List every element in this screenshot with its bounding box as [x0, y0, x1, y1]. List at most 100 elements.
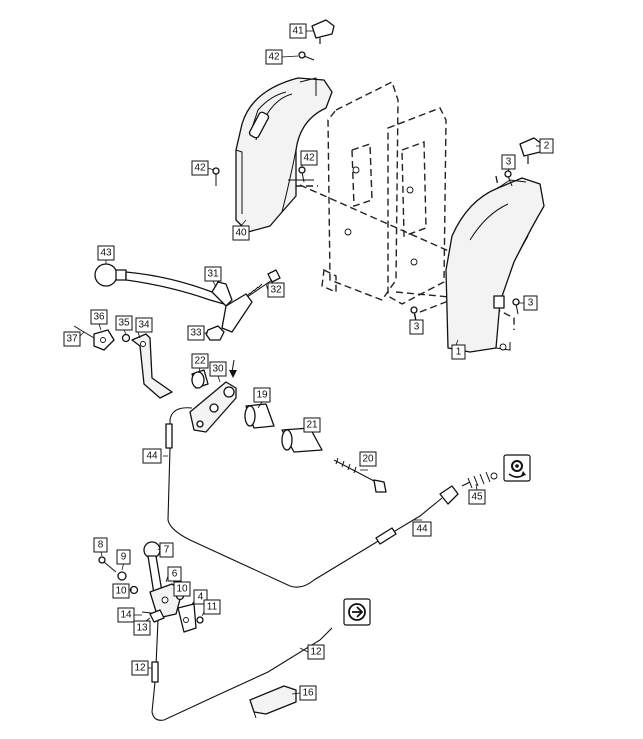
svg-text:3: 3	[528, 298, 534, 309]
svg-text:42: 42	[268, 52, 280, 63]
callout-42-top: 42	[265, 49, 283, 65]
callout-34: 34	[135, 317, 153, 333]
callout-45: 45	[468, 489, 486, 505]
callout-44-right: 44	[412, 521, 432, 537]
svg-text:2: 2	[544, 141, 550, 152]
svg-text:7: 7	[164, 545, 170, 556]
callout-11: 11	[203, 599, 221, 615]
svg-text:44: 44	[146, 451, 158, 462]
spacer-21	[281, 427, 323, 453]
svg-text:19: 19	[256, 390, 268, 401]
frame-plate	[262, 81, 515, 330]
right-fender	[445, 177, 545, 353]
svg-text:42: 42	[303, 153, 315, 164]
shift-lever	[94, 263, 233, 307]
svg-text:4: 4	[198, 592, 204, 603]
callout-6: 6	[167, 566, 182, 582]
nut-33	[205, 325, 225, 341]
callout-33: 33	[187, 325, 205, 341]
callout-19: 19	[253, 387, 271, 403]
svg-text:10: 10	[115, 586, 127, 597]
svg-text:16: 16	[302, 688, 314, 699]
callout-43: 43	[97, 245, 115, 261]
svg-text:21: 21	[306, 420, 318, 431]
svg-text:31: 31	[207, 269, 219, 280]
callout-37: 37	[63, 331, 81, 347]
callout-35: 35	[115, 315, 133, 331]
pivot-plate-30	[189, 359, 237, 433]
callout-14: 14	[117, 607, 135, 623]
spring-45	[461, 471, 498, 489]
callout-12-right: 12	[307, 644, 325, 660]
svg-text:44: 44	[416, 524, 428, 535]
cap-41	[311, 19, 335, 44]
lower-lever	[98, 541, 204, 633]
svg-text:34: 34	[138, 320, 150, 331]
callout-8: 8	[93, 537, 108, 553]
callout-20: 20	[359, 451, 377, 467]
cable-44	[165, 407, 459, 588]
callout-7: 7	[159, 542, 174, 558]
svg-text:1: 1	[456, 347, 462, 358]
svg-text:41: 41	[292, 26, 304, 37]
callout-31: 31	[204, 266, 222, 282]
svg-text:3: 3	[506, 157, 512, 168]
callout-3-bottom: 3	[409, 319, 424, 335]
callout-42-mid: 42	[300, 150, 318, 166]
svg-text:3: 3	[414, 322, 420, 333]
clip-36	[73, 325, 131, 351]
callout-30: 30	[209, 361, 227, 377]
callout-22: 22	[191, 353, 209, 369]
svg-text:22: 22	[194, 356, 206, 367]
svg-text:33: 33	[190, 328, 202, 339]
svg-text:43: 43	[100, 248, 112, 259]
callout-1: 1	[451, 344, 466, 360]
left-fender	[235, 77, 333, 233]
svg-text:42: 42	[194, 163, 206, 174]
svg-text:36: 36	[93, 312, 105, 323]
callout-44-left: 44	[142, 448, 162, 464]
svg-text:13: 13	[136, 623, 148, 634]
svg-text:12: 12	[134, 663, 146, 674]
svg-text:40: 40	[235, 228, 247, 239]
hand-rotate-icon	[343, 598, 371, 626]
svg-text:9: 9	[121, 552, 127, 563]
svg-text:32: 32	[270, 285, 282, 296]
bushing-22	[191, 369, 209, 389]
svg-text:45: 45	[471, 492, 483, 503]
svg-text:12: 12	[310, 647, 322, 658]
callout-12-left: 12	[131, 660, 149, 676]
callout-36: 36	[90, 309, 108, 325]
svg-text:11: 11	[207, 602, 218, 613]
svg-text:30: 30	[212, 364, 224, 375]
callout-13: 13	[133, 620, 151, 636]
svg-text:35: 35	[118, 318, 130, 329]
callout-41: 41	[289, 23, 307, 39]
callout-9: 9	[116, 549, 131, 565]
svg-text:20: 20	[362, 454, 374, 465]
svg-text:8: 8	[98, 540, 104, 551]
cable-12	[151, 619, 333, 721]
callout-10-right: 10	[173, 581, 191, 597]
spacer-19	[244, 403, 275, 429]
callout-3-top: 3	[501, 154, 516, 170]
bracket-16	[249, 685, 297, 719]
bolt-20	[333, 457, 387, 493]
callout-40: 40	[232, 225, 250, 241]
svg-text:6: 6	[172, 569, 178, 580]
svg-text:14: 14	[120, 610, 132, 621]
callout-42-left: 42	[191, 160, 209, 176]
callout-3-right: 3	[523, 295, 538, 311]
sleeve-31	[221, 293, 253, 333]
callout-32: 32	[267, 282, 285, 298]
callout-10-left: 10	[112, 583, 130, 599]
svg-text:37: 37	[66, 334, 78, 345]
callout-16: 16	[299, 685, 317, 701]
cap-2	[519, 137, 543, 164]
bracket-34	[131, 333, 173, 399]
callout-21: 21	[303, 417, 321, 433]
svg-text:10: 10	[176, 584, 188, 595]
gear-rotate-icon	[503, 454, 531, 482]
callout-2: 2	[539, 138, 554, 154]
